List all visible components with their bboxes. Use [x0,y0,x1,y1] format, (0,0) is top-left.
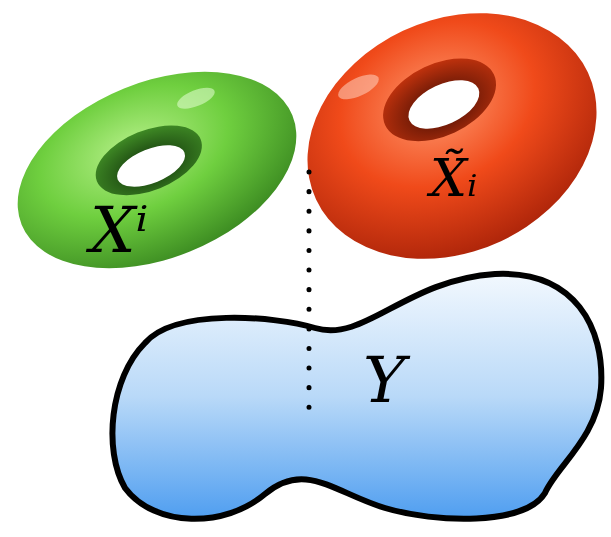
orange-torus-shape [298,2,606,270]
base-space-blob-shape [105,268,610,532]
orange-torus: X̃ᵢ [298,2,606,270]
green-torus: Xⁱ [5,58,310,283]
green-torus-shape [5,58,310,283]
space-label: X̃ᵢ [430,152,477,204]
space-label: Xⁱ [90,198,148,262]
space-label: Y [363,348,405,412]
base-space-blob: Y [105,268,610,532]
